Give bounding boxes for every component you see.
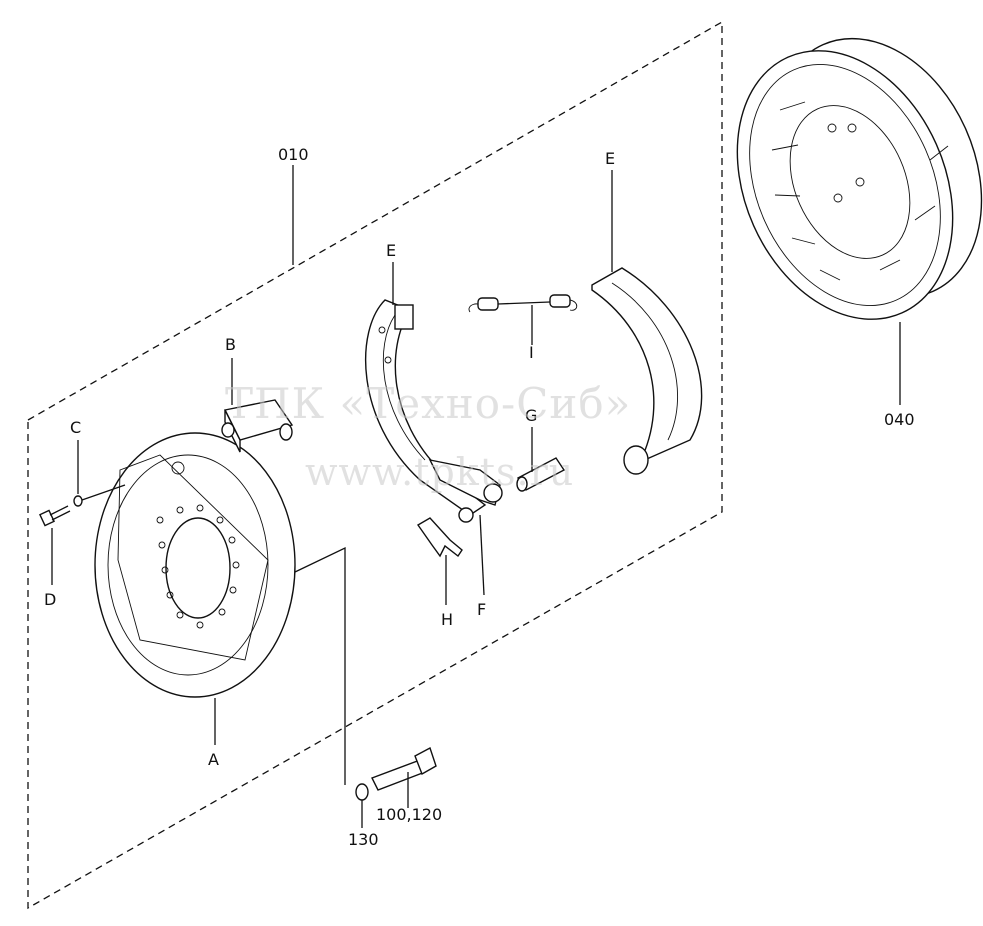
label-130: 130 [348, 830, 379, 849]
watermark-company: ТПК «Техно-Сиб» [225, 379, 631, 428]
leader-to-plate [294, 546, 346, 785]
brake-shoe-right [591, 267, 703, 475]
label-A: A [208, 750, 219, 769]
label-B: B [225, 335, 236, 354]
wheel-cylinder [221, 399, 294, 453]
label-E-right: E [605, 149, 615, 168]
bolt-100 [371, 746, 437, 791]
bolt-D [39, 505, 71, 527]
brake-shoe-left [364, 299, 487, 523]
label-100-120: 100,120 [376, 805, 442, 824]
label-E-left: E [386, 241, 396, 260]
leader-D-to-plate [81, 484, 126, 501]
retainer-clip [416, 517, 463, 558]
backing-plate [94, 432, 296, 698]
label-F: F [477, 600, 486, 619]
brake-drum [736, 37, 983, 320]
label-040: 040 [884, 410, 915, 429]
parking-lever [428, 459, 503, 506]
leader-F [479, 514, 485, 596]
label-C: C [70, 418, 81, 437]
assembly-boundary [27, 20, 723, 910]
label-I: I [529, 343, 534, 362]
return-spring [468, 294, 578, 313]
watermark-url: www.tpkts.ru [305, 450, 574, 494]
label-010: 010 [278, 145, 309, 164]
adjuster-pin [516, 457, 566, 492]
washer-130 [355, 783, 369, 801]
label-D: D [44, 590, 56, 609]
washer-C [73, 495, 83, 507]
label-G: G [525, 406, 537, 425]
label-H: H [441, 610, 453, 629]
